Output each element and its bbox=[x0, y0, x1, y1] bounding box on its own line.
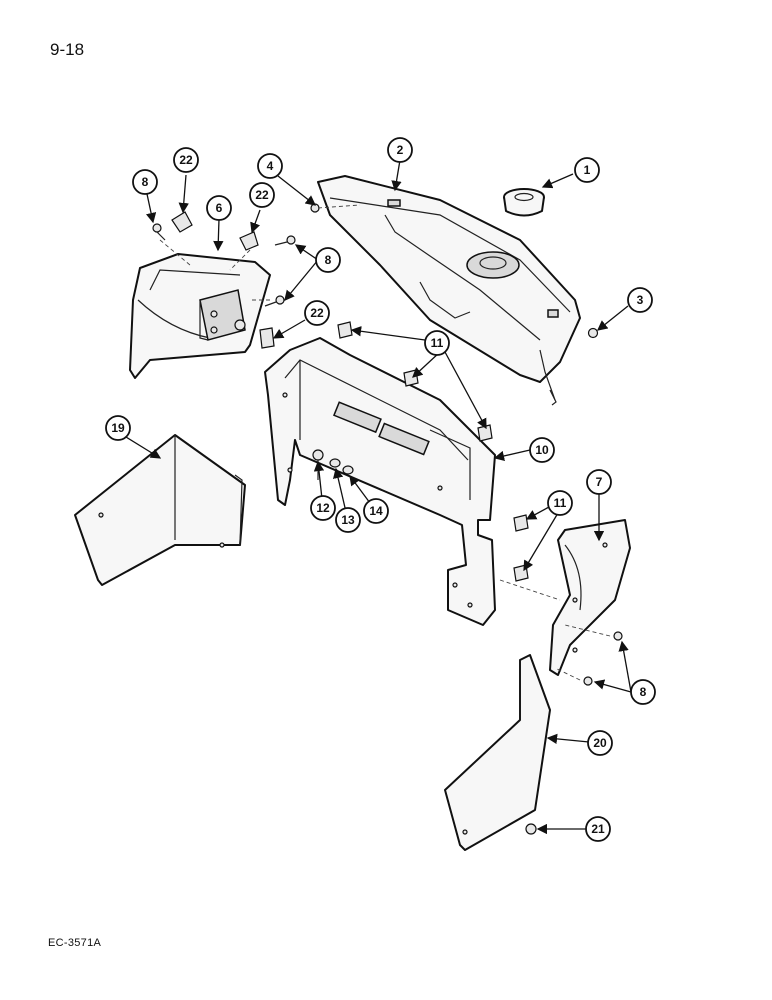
screw-3 bbox=[587, 327, 599, 339]
callout-22-upper-left: 22 bbox=[173, 147, 199, 173]
callout-19: 19 bbox=[105, 415, 131, 441]
leader-lines bbox=[125, 159, 632, 835]
callout-2: 2 bbox=[387, 137, 413, 163]
clip-11-d bbox=[513, 514, 529, 532]
page-number: 9-18 bbox=[50, 40, 85, 59]
part-right-cover bbox=[549, 519, 631, 676]
callout-12: 12 bbox=[310, 495, 336, 521]
figure-reference-code: EC-3571A bbox=[48, 937, 102, 949]
svg-text:8: 8 bbox=[325, 253, 332, 267]
svg-text:10: 10 bbox=[535, 443, 549, 457]
callout-22-middle: 22 bbox=[304, 300, 330, 326]
callout-8-upper-left: 8 bbox=[132, 169, 158, 195]
callout-6: 6 bbox=[206, 195, 232, 221]
callout-11-lower: 11 bbox=[547, 490, 573, 516]
callout-22-upper-middle: 22 bbox=[249, 182, 275, 208]
svg-text:12: 12 bbox=[316, 501, 330, 515]
svg-text:8: 8 bbox=[640, 685, 647, 699]
part-grommet bbox=[503, 188, 545, 217]
svg-text:2: 2 bbox=[397, 143, 404, 157]
part-lower-left-panel bbox=[74, 434, 246, 586]
svg-text:13: 13 bbox=[341, 513, 355, 527]
callout-21: 21 bbox=[585, 816, 611, 842]
callout-4: 4 bbox=[257, 153, 283, 179]
clip-22-middle bbox=[259, 327, 275, 349]
washer-13 bbox=[329, 458, 341, 468]
svg-text:22: 22 bbox=[179, 153, 193, 167]
callout-7: 7 bbox=[586, 469, 612, 495]
svg-text:20: 20 bbox=[593, 736, 607, 750]
callout-3: 3 bbox=[627, 287, 653, 313]
callout-10: 10 bbox=[529, 437, 555, 463]
clip-22-upper-middle bbox=[239, 231, 259, 251]
bolt-21 bbox=[525, 823, 537, 835]
svg-text:21: 21 bbox=[591, 822, 605, 836]
clip-22-upper-left bbox=[171, 211, 193, 233]
screw-8-lower-b bbox=[583, 676, 593, 686]
callout-11-upper: 11 bbox=[424, 330, 450, 356]
svg-text:22: 22 bbox=[310, 306, 324, 320]
screw-8-lower-a bbox=[613, 631, 623, 641]
svg-text:4: 4 bbox=[267, 159, 274, 173]
callout-20: 20 bbox=[587, 730, 613, 756]
svg-text:22: 22 bbox=[255, 188, 269, 202]
callout-14: 14 bbox=[363, 498, 389, 524]
callout-8-upper: 8 bbox=[315, 247, 341, 273]
callout-13: 13 bbox=[335, 507, 361, 533]
screw-4 bbox=[310, 203, 320, 213]
svg-text:8: 8 bbox=[142, 175, 149, 189]
svg-text:1: 1 bbox=[584, 163, 591, 177]
clip-11-a bbox=[337, 321, 353, 339]
screw-8-middle bbox=[264, 295, 285, 307]
screw-8-upper-middle bbox=[274, 235, 296, 246]
svg-text:3: 3 bbox=[637, 293, 644, 307]
svg-text:14: 14 bbox=[369, 504, 383, 518]
svg-text:11: 11 bbox=[431, 336, 444, 350]
part-dash-frame bbox=[264, 337, 496, 626]
clip-11-b bbox=[403, 369, 419, 387]
part-lower-right-panel bbox=[444, 654, 551, 851]
alignment-lines bbox=[159, 204, 611, 681]
nut-14 bbox=[342, 465, 354, 475]
svg-text:19: 19 bbox=[111, 421, 125, 435]
svg-text:7: 7 bbox=[596, 475, 603, 489]
part-left-shroud bbox=[129, 253, 271, 379]
svg-text:11: 11 bbox=[554, 496, 567, 510]
callout-8-lower: 8 bbox=[630, 679, 656, 705]
svg-text:6: 6 bbox=[216, 201, 223, 215]
part-upper-console bbox=[317, 175, 581, 406]
screw-8-upper-left bbox=[152, 223, 166, 241]
callout-1: 1 bbox=[574, 157, 600, 183]
